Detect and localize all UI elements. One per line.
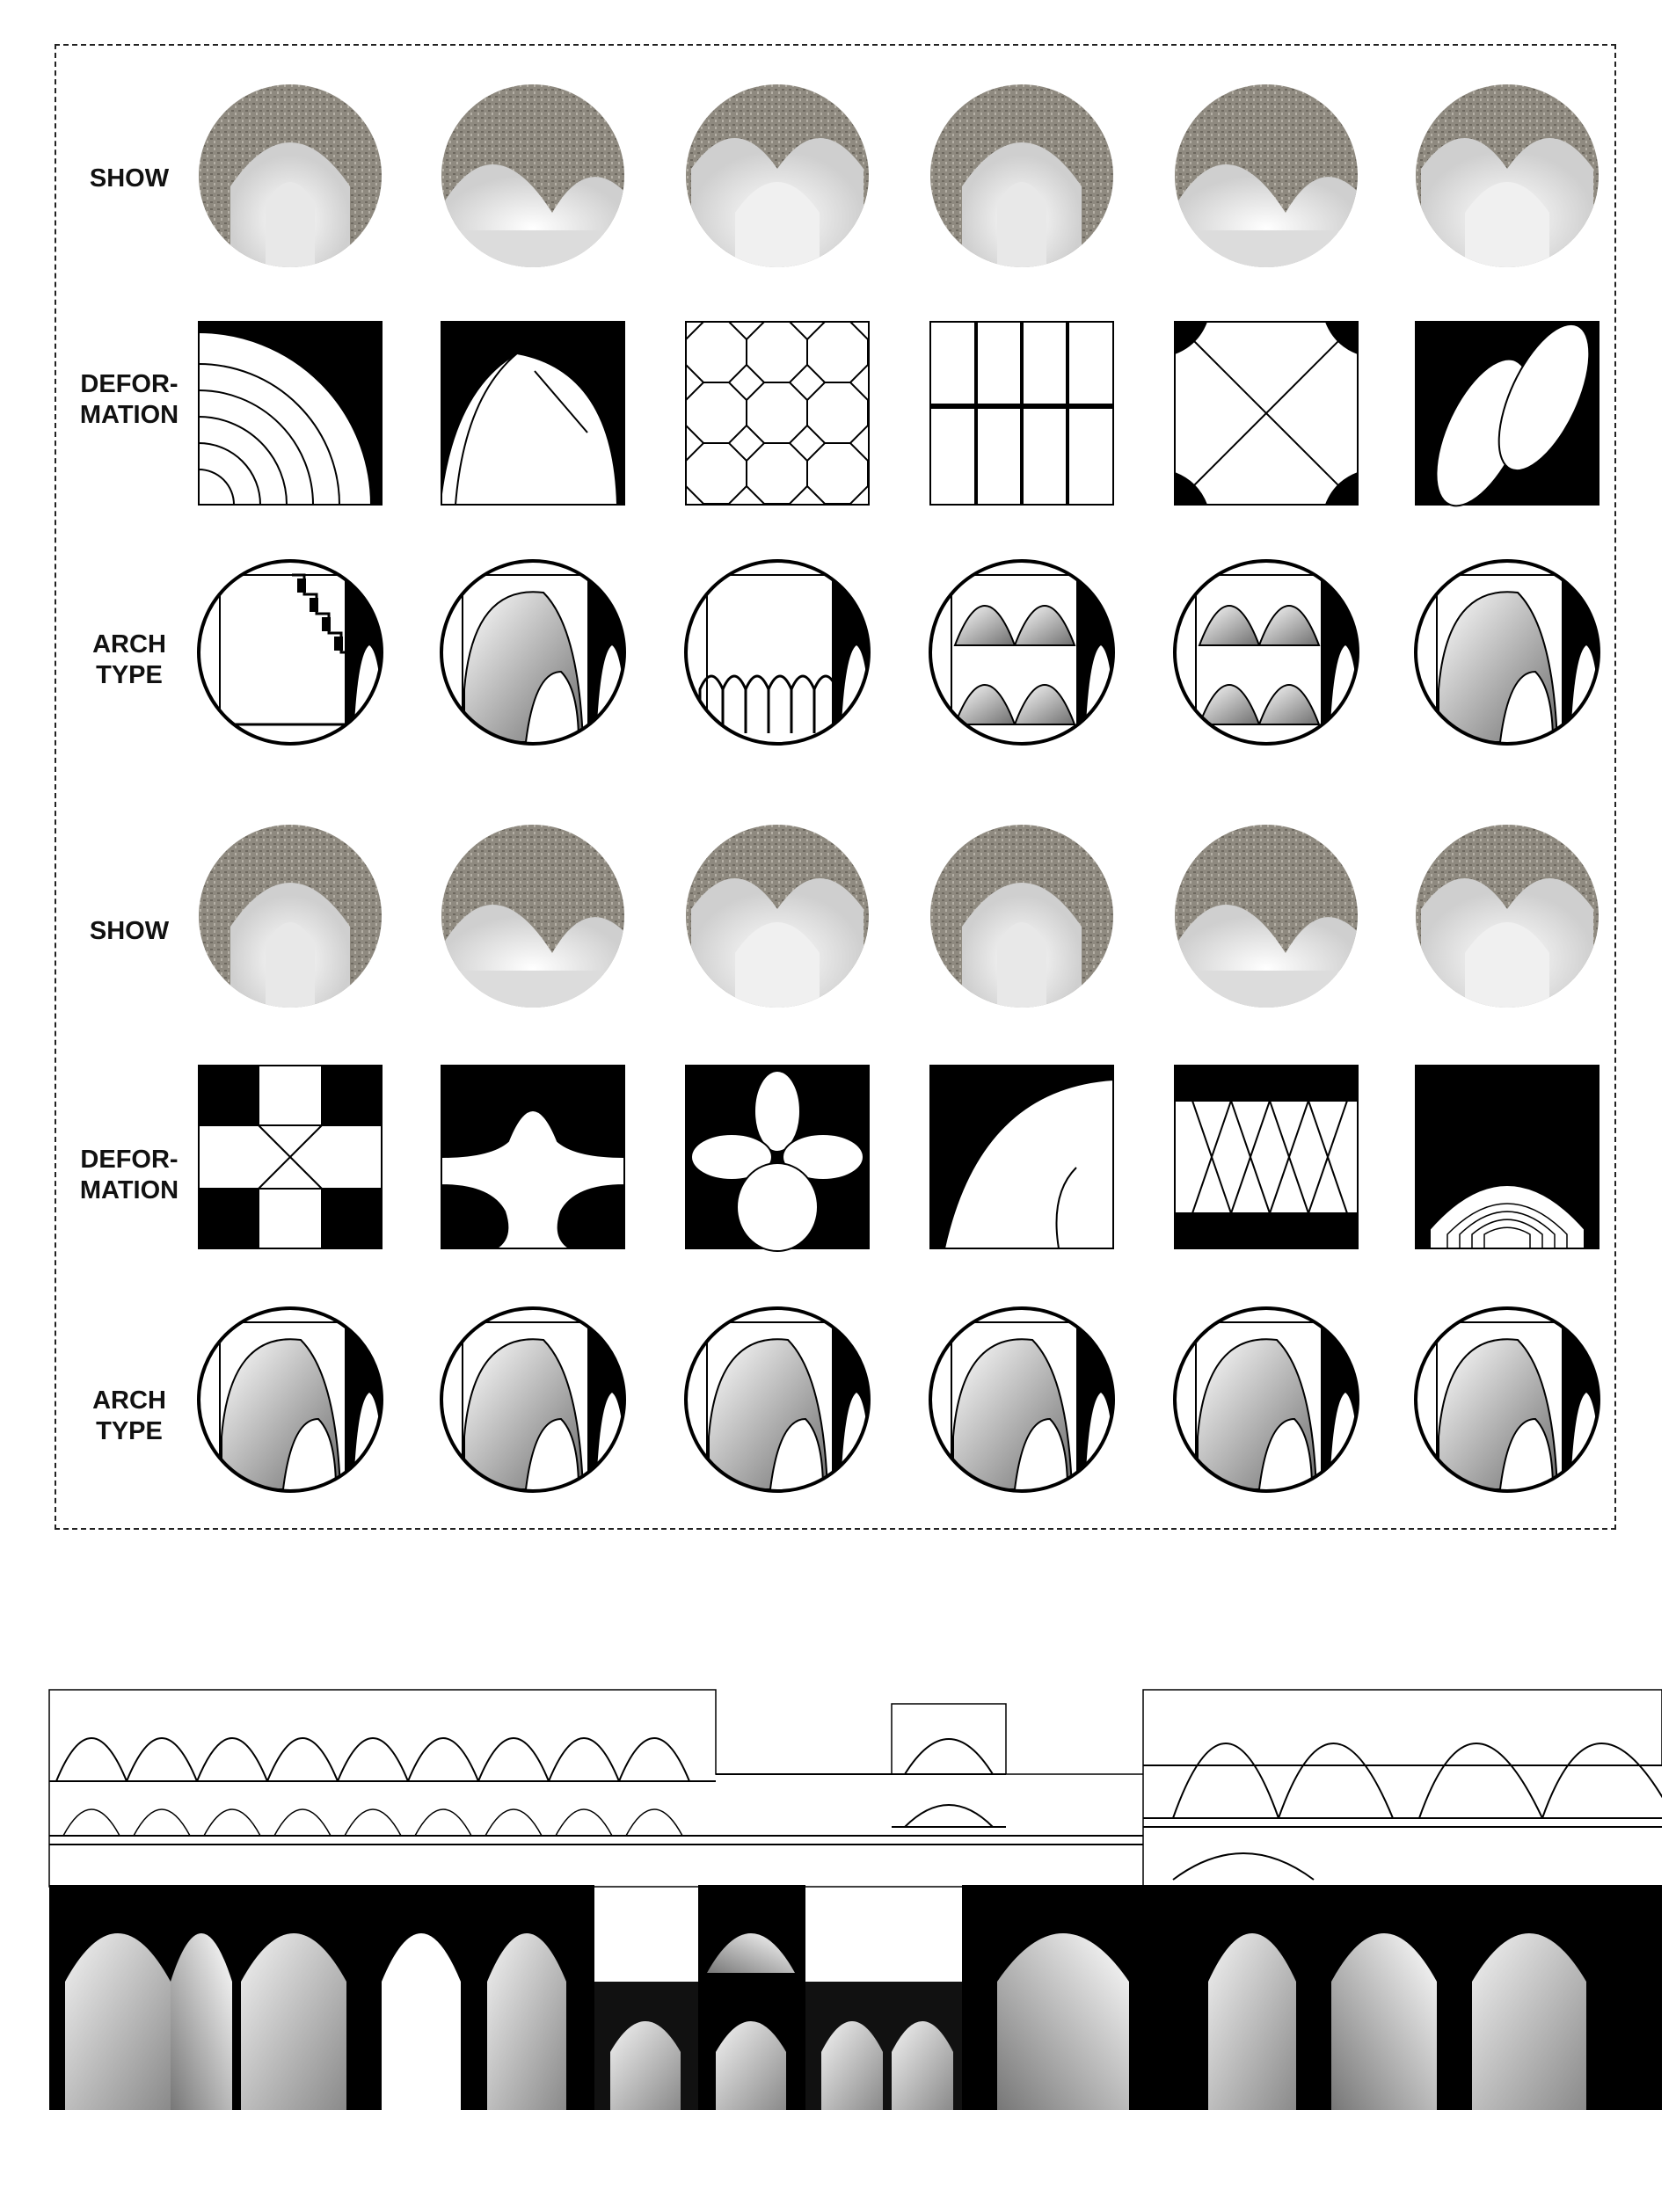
row-label-show: SHOW xyxy=(89,164,170,193)
deformation-cell-r5-c1 xyxy=(195,1062,385,1252)
show-graphic xyxy=(441,84,624,267)
deformation-graphic xyxy=(685,1065,870,1252)
show-cell-r1-c6 xyxy=(1412,81,1602,271)
show-graphic xyxy=(930,825,1113,1008)
show-graphic xyxy=(441,825,624,1008)
archtype-graphic xyxy=(684,559,871,746)
archtype-graphic xyxy=(1414,559,1600,746)
deformation-graphic xyxy=(441,321,625,506)
deformation-graphic xyxy=(929,1065,1114,1249)
deformation-graphic xyxy=(685,321,870,506)
deformation-cell-r2-c4 xyxy=(927,318,1117,508)
deformation-graphic xyxy=(929,321,1114,506)
deformation-cell-r2-c6 xyxy=(1412,318,1602,508)
row-label-show: SHOW xyxy=(89,917,170,945)
archtype-cell-r6-c3 xyxy=(682,1305,872,1495)
show-graphic xyxy=(199,84,382,267)
archtype-cell-r3-c2 xyxy=(438,557,628,747)
archtype-cell-r6-c1 xyxy=(195,1305,385,1495)
matrix-frame xyxy=(55,44,1616,1530)
show-cell-r1-c3 xyxy=(682,81,872,271)
archtype-cell-r6-c2 xyxy=(438,1305,628,1495)
show-cell-r1-c5 xyxy=(1171,81,1361,271)
long-section-shaded-render xyxy=(47,1885,1662,2118)
deformation-cell-r2-c1 xyxy=(195,318,385,508)
row-label-archtype: ARCH TYPE xyxy=(92,630,166,689)
deformation-graphic xyxy=(198,1065,383,1249)
deformation-cell-r2-c2 xyxy=(438,318,628,508)
archtype-cell-r3-c6 xyxy=(1412,557,1602,747)
show-cell-r4-c3 xyxy=(682,821,872,1011)
deformation-cell-r2-c3 xyxy=(682,318,872,508)
deformation-cell-r5-c2 xyxy=(438,1062,628,1252)
deformation-cell-r5-c4 xyxy=(927,1062,1117,1252)
show-cell-r4-c4 xyxy=(927,821,1117,1011)
archtype-cell-r3-c3 xyxy=(682,557,872,747)
show-graphic xyxy=(930,84,1113,267)
deformation-graphic xyxy=(198,321,383,506)
deformation-graphic xyxy=(1415,1065,1599,1249)
show-graphic xyxy=(1416,84,1599,267)
archtype-graphic xyxy=(684,1306,871,1493)
show-graphic xyxy=(1416,825,1599,1008)
show-graphic xyxy=(199,825,382,1008)
archtype-graphic xyxy=(1173,559,1359,746)
archtype-graphic xyxy=(440,1306,626,1493)
archtype-cell-r3-c4 xyxy=(927,557,1117,747)
archtype-graphic xyxy=(197,559,383,746)
row-label-deformation: DEFOR- MATION xyxy=(79,1146,179,1204)
show-cell-r4-c2 xyxy=(438,821,628,1011)
archtype-graphic xyxy=(1173,1306,1359,1493)
show-graphic xyxy=(686,825,869,1008)
show-cell-r4-c6 xyxy=(1412,821,1602,1011)
archtype-graphic xyxy=(929,1306,1115,1493)
show-cell-r4-c1 xyxy=(195,821,385,1011)
show-cell-r4-c5 xyxy=(1171,821,1361,1011)
archtype-cell-r6-c6 xyxy=(1412,1305,1602,1495)
archtype-graphic xyxy=(197,1306,383,1493)
archtype-graphic xyxy=(1414,1306,1600,1493)
deformation-graphic xyxy=(1174,1065,1359,1249)
deformation-cell-r2-c5 xyxy=(1171,318,1361,508)
deformation-cell-r5-c3 xyxy=(682,1062,872,1252)
show-cell-r1-c2 xyxy=(438,81,628,271)
deformation-graphic xyxy=(441,1065,625,1249)
section-render-svg xyxy=(49,1885,1662,2110)
deformation-graphic xyxy=(1415,321,1599,507)
row-label-archtype: ARCH TYPE xyxy=(92,1386,166,1445)
deformation-cell-r5-c5 xyxy=(1171,1062,1361,1252)
show-graphic xyxy=(1175,825,1358,1008)
row-label-deformation: DEFOR- MATION xyxy=(79,370,179,429)
long-section-line-drawing xyxy=(47,1686,1675,1902)
show-graphic xyxy=(1175,84,1358,267)
section-line-svg xyxy=(48,1689,1675,1888)
archtype-cell-r3-c1 xyxy=(195,557,385,747)
show-cell-r1-c1 xyxy=(195,81,385,271)
deformation-cell-r5-c6 xyxy=(1412,1062,1602,1252)
archtype-cell-r6-c4 xyxy=(927,1305,1117,1495)
show-cell-r1-c4 xyxy=(927,81,1117,271)
archtype-graphic xyxy=(440,559,626,746)
archtype-cell-r3-c5 xyxy=(1171,557,1361,747)
deformation-graphic xyxy=(1174,321,1359,506)
show-graphic xyxy=(686,84,869,267)
archtype-graphic xyxy=(929,559,1115,746)
archtype-cell-r6-c5 xyxy=(1171,1305,1361,1495)
